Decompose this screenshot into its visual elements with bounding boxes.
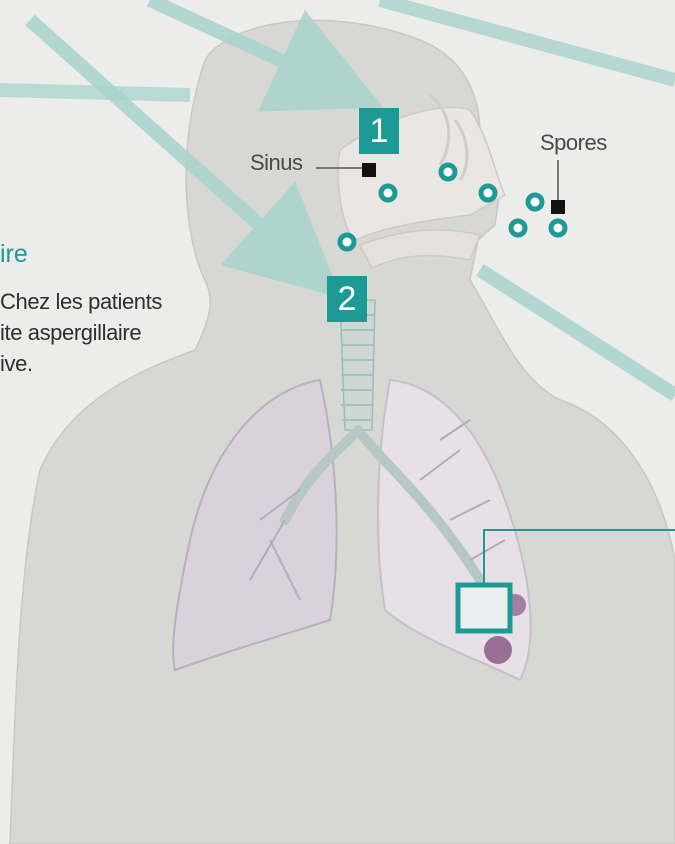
spore [481,186,495,200]
spore [511,221,525,235]
sinus-marker [362,163,376,177]
spore [340,235,354,249]
zoom-box [458,585,510,631]
spores-marker [551,200,565,214]
spore [441,165,455,179]
arrow-from-left [0,90,190,95]
side-text-line-3: ive. [0,348,33,379]
side-heading: ire [0,240,28,269]
spore [528,195,542,209]
spore [551,221,565,235]
alveoli-cluster-2 [484,636,512,664]
step-1-badge: 1 [359,108,399,154]
side-text-line-2: ite aspergillaire [0,317,141,348]
spores-label: Spores [540,130,607,156]
sinus-label: Sinus [250,150,303,176]
side-text-line-1: Chez les patients [0,286,162,317]
step-2-badge: 2 [327,276,367,322]
spore [381,186,395,200]
